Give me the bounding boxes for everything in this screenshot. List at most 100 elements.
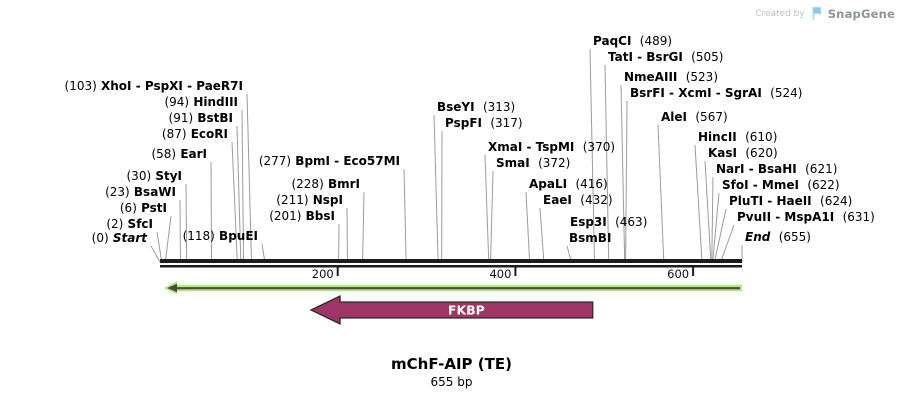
site-position: (624) [820, 194, 853, 208]
fkbp-feature-arrow [309, 294, 594, 326]
enzyme-name: EaeI [543, 193, 572, 207]
site-label-sfci: (2) SfcI [106, 218, 153, 231]
ruler-tick-label: 600 [667, 267, 689, 281]
enzyme-name: StyI [155, 169, 182, 183]
enzyme-name: PvuII - MspA1I [737, 210, 835, 224]
site-position: (58) [151, 147, 177, 161]
site-connector-line [711, 176, 714, 263]
enzyme-name: Start [112, 231, 147, 245]
site-connector-line [704, 160, 712, 263]
site-position: (211) [276, 193, 309, 207]
enzyme-name: BmrI [327, 177, 360, 191]
enzyme-name: BpuEI [219, 229, 258, 243]
site-position: (103) [64, 79, 97, 93]
enzyme-name: KasI [708, 146, 738, 160]
map-title: mChF-AIP (TE) [391, 355, 512, 373]
site-label-pluti-haeii: PluTI - HaeII (624) [729, 195, 852, 208]
site-label-bsrfi-xcmi-sgrai: BsrFI - XcmI - SgrAI (524) [630, 87, 802, 100]
site-label-nari-bsahi: NarI - BsaHI (621) [716, 163, 837, 176]
site-connector-line [713, 208, 727, 263]
enzyme-name: BpmI - Eco57MI [295, 154, 400, 168]
site-position: (524) [770, 86, 803, 100]
site-label-hindiii: (94) HindIII [164, 96, 238, 109]
snapgene-logo-icon [812, 7, 821, 20]
site-connector-line [604, 64, 610, 263]
site-label-nmeaiii: NmeAIII (523) [624, 71, 718, 84]
site-connector-line [490, 170, 494, 263]
site-label-hincii: HincII (610) [698, 131, 777, 144]
enzyme-name: AleI [661, 110, 688, 124]
site-position: (23) [105, 185, 130, 199]
site-position: (621) [805, 162, 838, 176]
enzyme-name: BseYI [437, 100, 475, 114]
enzyme-name: SfcI [127, 217, 153, 231]
site-label-bseyi: BseYI (313) [437, 101, 515, 114]
site-label-ecori: (87) EcoRI [162, 128, 228, 141]
enzyme-name: HindIII [193, 95, 238, 109]
site-label-start: (0) Start [92, 232, 147, 245]
site-connector-line [362, 191, 365, 263]
site-position: (317) [490, 116, 523, 130]
ruler-tick-label: 400 [489, 267, 511, 281]
site-position: (91) [168, 111, 194, 125]
site-connector-line [720, 224, 735, 263]
site-label-apali: ApaLI (416) [529, 178, 608, 191]
site-position: (416) [575, 177, 608, 191]
enzyme-name: HincII [698, 130, 737, 144]
site-position: (523) [685, 70, 719, 84]
site-label-sfoi-mmei: SfoI - MmeI (622) [722, 179, 840, 192]
site-position: (505) [691, 50, 724, 64]
site-label-paqci: PaqCI (489) [593, 35, 672, 48]
enzyme-name: PspFI [445, 116, 482, 130]
enzyme-name: XmaI - TspMI [488, 140, 575, 154]
enzyme-name: NarI - BsaHI [716, 162, 797, 176]
enzyme-name: BsmBI [569, 231, 612, 245]
site-connector-line [433, 114, 439, 263]
site-label-bsmbi: BsmBI [569, 232, 611, 245]
site-label-kasi: KasI (620) [708, 147, 778, 160]
site-connector-line [210, 161, 213, 263]
site-connector-line [164, 215, 172, 263]
site-label-smai: SmaI (372) [496, 157, 570, 170]
site-connector-line [185, 183, 188, 263]
site-position: (6) [119, 201, 137, 215]
enzyme-name: BbsI [305, 209, 335, 223]
site-connector-line [589, 48, 596, 263]
site-connector-line [403, 168, 407, 263]
site-position: (370) [582, 140, 616, 154]
enzyme-name: PaqCI [593, 34, 632, 48]
site-connector-line [241, 109, 245, 263]
ruler-top-bar [160, 259, 742, 263]
enzyme-name: XhoI - PspXI - PaeR7I [101, 79, 243, 93]
site-position: (228) [291, 177, 324, 191]
site-connector-line [625, 100, 628, 263]
site-label-bpmi-eco57mi: (277) BpmI - Eco57MI [259, 155, 400, 168]
enzyme-name: PluTI - HaeII [729, 194, 812, 208]
site-label-bstbi: (91) BstBI [169, 112, 233, 125]
site-position: (2) [106, 217, 124, 231]
sequence-span-arrowhead-core [167, 283, 177, 293]
site-position: (620) [745, 146, 778, 160]
site-position: (567) [695, 110, 728, 124]
site-label-esp3i: Esp3I (463) [570, 216, 647, 229]
site-connector-line [657, 124, 665, 263]
enzyme-name: TatI - BsrGI [608, 50, 683, 64]
map-length: 655 bp [430, 375, 473, 389]
ruler-tick-label: 200 [312, 267, 334, 281]
site-position: (87) [161, 127, 187, 141]
watermark-created-by: Created by [755, 8, 805, 19]
site-position: (655) [778, 230, 811, 244]
enzyme-name: BstBI [197, 111, 233, 125]
site-connector-line [539, 207, 545, 263]
site-label-tati-bsrgi: TatI - BsrGI (505) [608, 51, 723, 64]
site-position: (201) [269, 209, 302, 223]
site-label-alei: AleI (567) [661, 111, 728, 124]
site-position: (313) [482, 100, 516, 114]
enzyme-name: End [745, 230, 771, 244]
site-label-bmri: (228) BmrI [291, 178, 360, 191]
site-label-bsawi: (23) BsaWI [105, 186, 176, 199]
site-position: (372) [538, 156, 571, 170]
site-connector-line [236, 125, 242, 263]
site-label-styi: (30) StyI [127, 170, 183, 183]
